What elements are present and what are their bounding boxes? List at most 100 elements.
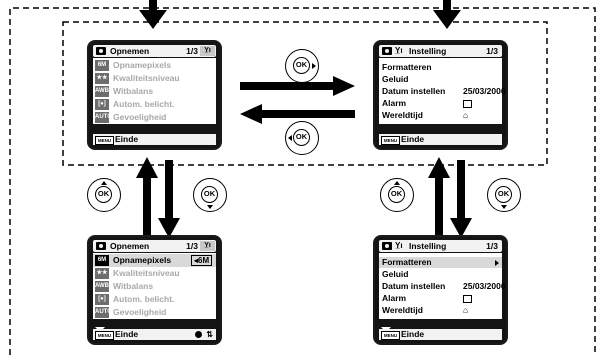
sensitivity-icon: AUTO xyxy=(95,112,112,123)
outer-dashed-border xyxy=(9,7,596,355)
home-icon: ⌂ xyxy=(463,110,469,120)
ok-right-button-icon: OK xyxy=(285,49,319,83)
sensitivity-icon: AUTO xyxy=(95,307,112,318)
exit-label: Einde xyxy=(401,329,425,339)
menu-item-label: Formatteren xyxy=(382,62,432,72)
exit-label: Einde xyxy=(115,134,139,144)
white-balance-icon: AWB xyxy=(95,86,109,97)
left-down-arrow-shaft xyxy=(165,160,173,222)
menu-item[interactable]: AUTO Gevoeligheid xyxy=(93,111,216,124)
recorded-pixels-icon: 6M xyxy=(95,60,109,71)
page-indicator: 1/3 xyxy=(486,241,498,251)
entry-arrow-left-shaft xyxy=(149,0,157,12)
menu-item[interactable]: [●] Autom. belicht. xyxy=(93,98,216,111)
menu-key-icon: MENU xyxy=(381,136,400,145)
menu-title: Opnemen xyxy=(110,241,150,251)
menu-item[interactable]: Datum instellen 25/03/2006 xyxy=(381,281,506,292)
page-indicator: 1/3 xyxy=(486,46,498,56)
menu-item-label: Gevoeligheid xyxy=(113,112,167,122)
arrow-left-head xyxy=(240,104,262,124)
menu-item[interactable]: Datum instellen 25/03/2006 xyxy=(381,86,506,97)
menu-item-label: Geluid xyxy=(382,74,409,84)
date-value: 25/03/2006 xyxy=(463,281,506,291)
menu-title: Instelling xyxy=(409,241,447,251)
exit-label: Einde xyxy=(115,329,139,339)
ok-label: OK xyxy=(95,186,112,203)
menu-list: Formatteren Geluid Datum instellen 25/03… xyxy=(379,253,506,319)
ok-up-button-icon: OK xyxy=(87,178,121,212)
menu-footer: MENU Einde xyxy=(93,134,216,145)
checkbox-icon xyxy=(463,100,472,108)
arrow-up-icon xyxy=(101,181,107,185)
inner-dashed-frame xyxy=(62,21,548,166)
ok-label: OK xyxy=(388,186,405,203)
menu-item[interactable]: Alarm xyxy=(381,293,500,304)
menu-item-label: Autom. belicht. xyxy=(113,294,175,304)
menu-item[interactable]: 6M Opnamepixels xyxy=(93,59,216,72)
menu-item[interactable]: Wereldtijd ⌂ xyxy=(381,110,500,121)
date-value: 25/03/2006 xyxy=(463,86,506,96)
arrow-right-shaft xyxy=(240,82,333,90)
menu-item[interactable]: Geluid xyxy=(381,74,500,85)
ok-dot-icon xyxy=(195,331,202,338)
recorded-pixels-value: ◂6M xyxy=(191,255,213,266)
menu-item-selected[interactable]: Formatteren xyxy=(379,257,502,268)
menu-item[interactable]: AWB Witbalans xyxy=(93,280,216,293)
menu-item-label: Geluid xyxy=(382,269,409,279)
menu-item-label: Wereldtijd xyxy=(382,305,423,315)
menu-item-label: Kwaliteitsniveau xyxy=(113,268,180,278)
metering-icon: [●] xyxy=(95,294,109,305)
metering-icon: [●] xyxy=(95,99,109,110)
menu-item[interactable]: Geluid xyxy=(381,269,500,280)
right-down-arrow-head xyxy=(450,218,472,238)
menu-key-icon: MENU xyxy=(95,136,114,145)
menu-item[interactable]: AUTO Gevoeligheid xyxy=(93,306,216,319)
ok-down-button-icon: OK xyxy=(487,178,521,212)
menu-item-label: Alarm xyxy=(382,98,407,108)
settings-menu-header: Y̲ı Instelling 1/3 xyxy=(379,45,502,57)
menu-item-label: Opnamepixels xyxy=(113,60,172,70)
menu-list: Formatteren Geluid Datum instellen 25/03… xyxy=(379,58,506,124)
ok-down-button-icon: OK xyxy=(193,178,227,212)
menu-key-icon: MENU xyxy=(95,331,114,340)
checkbox-icon xyxy=(463,295,472,303)
chevron-right-icon xyxy=(495,260,499,266)
left-down-arrow-head xyxy=(158,218,180,238)
menu-item[interactable]: AWB Witbalans xyxy=(93,85,216,98)
menu-item[interactable]: Alarm xyxy=(381,98,500,109)
menu-footer: MENU Einde xyxy=(379,329,502,340)
settings-menu-screen-bottom: Y̲ı Instelling 1/3 Formatteren Geluid Da… xyxy=(373,235,508,345)
menu-item-label: Formatteren xyxy=(382,257,432,267)
arrow-down-icon xyxy=(207,205,213,209)
settings-menu-screen-top: Y̲ı Instelling 1/3 Formatteren Geluid Da… xyxy=(373,40,508,150)
home-icon: ⌂ xyxy=(463,305,469,315)
ok-up-button-icon: OK xyxy=(380,178,414,212)
recording-menu-screen-bottom: Opnemen 1/3 Y̲ı 6M Opnamepixels ◂6M ★★ K… xyxy=(87,235,222,345)
right-up-arrow-head xyxy=(428,157,450,178)
menu-list: 6M Opnamepixels ◂6M ★★ Kwaliteitsniveau … xyxy=(93,253,216,319)
menu-item[interactable]: ★★ Kwaliteitsniveau xyxy=(93,267,216,280)
menu-item[interactable]: Formatteren xyxy=(381,62,500,73)
exit-label: Einde xyxy=(401,134,425,144)
arrow-right-head xyxy=(333,76,355,96)
camera-icon xyxy=(382,242,392,250)
wrench-icon: Y̲ı xyxy=(200,241,215,251)
menu-title: Instelling xyxy=(409,46,447,56)
menu-item-selected[interactable]: 6M Opnamepixels ◂6M xyxy=(93,254,216,267)
menu-item-label: Opnamepixels xyxy=(113,255,172,265)
recording-menu-header: Opnemen 1/3 Y̲ı xyxy=(93,240,216,252)
arrow-left-icon xyxy=(288,135,292,141)
recording-menu-header: Opnemen 1/3 Y̲ı xyxy=(93,45,216,57)
arrow-right-icon xyxy=(312,63,316,69)
camera-icon xyxy=(96,47,106,55)
menu-item-label: Datum instellen xyxy=(382,281,446,291)
wrench-icon: Y̲ı xyxy=(395,241,403,250)
menu-item-label: Wereldtijd xyxy=(382,110,423,120)
menu-item[interactable]: ★★ Kwaliteitsniveau xyxy=(93,72,216,85)
menu-list: 6M Opnamepixels ★★ Kwaliteitsniveau AWB … xyxy=(93,58,216,124)
ok-left-button-icon: OK xyxy=(285,121,319,155)
arrow-left-shaft xyxy=(262,110,355,118)
menu-item[interactable]: [●] Autom. belicht. xyxy=(93,293,216,306)
menu-item[interactable]: Wereldtijd ⌂ xyxy=(381,305,500,316)
